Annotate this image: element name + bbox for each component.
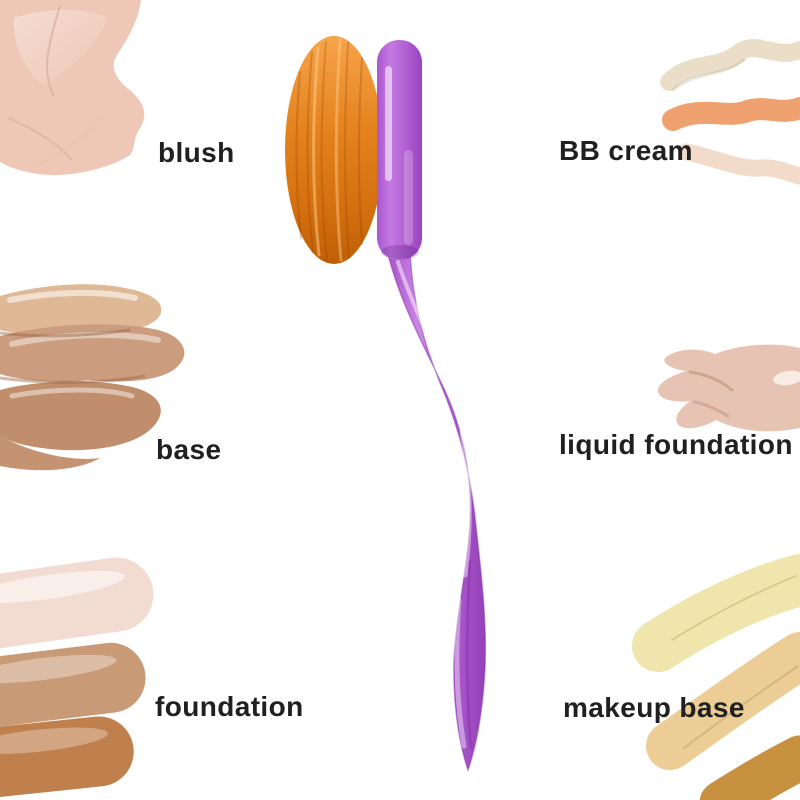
liquid-foundation-swatch xyxy=(657,344,800,432)
bristle-line xyxy=(320,41,328,261)
base-crevice-shadow xyxy=(0,328,131,338)
handle-gloss xyxy=(454,597,467,749)
bristle-striations xyxy=(295,38,363,262)
base-crevice-shadow xyxy=(0,374,146,384)
blush-crack-line xyxy=(46,5,61,97)
liquid-foundation-shade-line xyxy=(692,400,730,418)
brush-handle xyxy=(385,245,487,773)
plate-gloss xyxy=(404,150,413,245)
base-highlight xyxy=(9,332,161,347)
base-highlight xyxy=(9,387,135,399)
label-foundation: foundation xyxy=(155,691,304,722)
foundation-pill-gloss xyxy=(0,570,125,604)
base-swatch xyxy=(0,284,185,471)
foundation-pill-dark xyxy=(0,716,134,798)
foundation-pill-gloss xyxy=(0,727,108,754)
label-makeup-base: makeup base xyxy=(563,692,745,723)
bb-cream-squiggle-peach xyxy=(662,97,800,131)
makeup-base-texture-line xyxy=(671,575,797,641)
foundation-swatch xyxy=(0,557,154,798)
base-ridge-bottom xyxy=(0,381,161,451)
bristle-line xyxy=(358,57,363,245)
base-bottom-lip xyxy=(0,436,100,471)
bb-cream-swatch xyxy=(660,39,800,185)
bristle-line xyxy=(306,51,314,253)
blush-crack-line xyxy=(7,117,73,161)
label-blush: blush xyxy=(158,137,235,168)
brush-bristles xyxy=(285,36,383,264)
makeup-base-texture-line xyxy=(683,665,799,749)
label-liquid-foundation: liquid foundation xyxy=(559,429,793,460)
base-ridge-middle xyxy=(0,324,185,382)
label-base: base xyxy=(156,434,222,465)
label-bb-cream: BB cream xyxy=(559,135,693,166)
bristle-sheen-line xyxy=(334,38,343,262)
bb-cream-shadow-line xyxy=(671,58,746,92)
brush-plate xyxy=(377,40,422,260)
plate-gloss xyxy=(385,66,392,181)
base-highlight xyxy=(7,289,138,303)
blush-sheen xyxy=(13,9,108,84)
handle-ridge-shade xyxy=(465,560,473,750)
foundation-pill-gloss xyxy=(0,654,117,684)
bristle-line xyxy=(344,41,350,259)
makeup-base-stroke-gold xyxy=(646,632,800,770)
bristle-sheen-line xyxy=(312,46,321,257)
foundation-pill-light xyxy=(0,557,154,649)
handle-gloss xyxy=(396,260,454,400)
oval-brush xyxy=(285,36,487,773)
blush-crack-line xyxy=(33,117,99,167)
makeup-base-stroke-yellow xyxy=(632,554,800,672)
bb-cream-squiggle-pink xyxy=(678,143,800,185)
bristle-line xyxy=(295,71,302,239)
handle-gloss xyxy=(459,429,472,578)
liquid-foundation-shade-line xyxy=(688,370,734,392)
makeup-base-stroke-caramel xyxy=(699,735,800,800)
liquid-foundation-highlight xyxy=(773,370,800,386)
blush-swatch xyxy=(0,0,145,175)
foundation-pill-medium xyxy=(0,642,146,728)
makeup-base-swatch xyxy=(632,554,800,800)
bb-cream-squiggle-ivory xyxy=(660,39,800,91)
plate-bottom-shadow xyxy=(381,245,419,259)
